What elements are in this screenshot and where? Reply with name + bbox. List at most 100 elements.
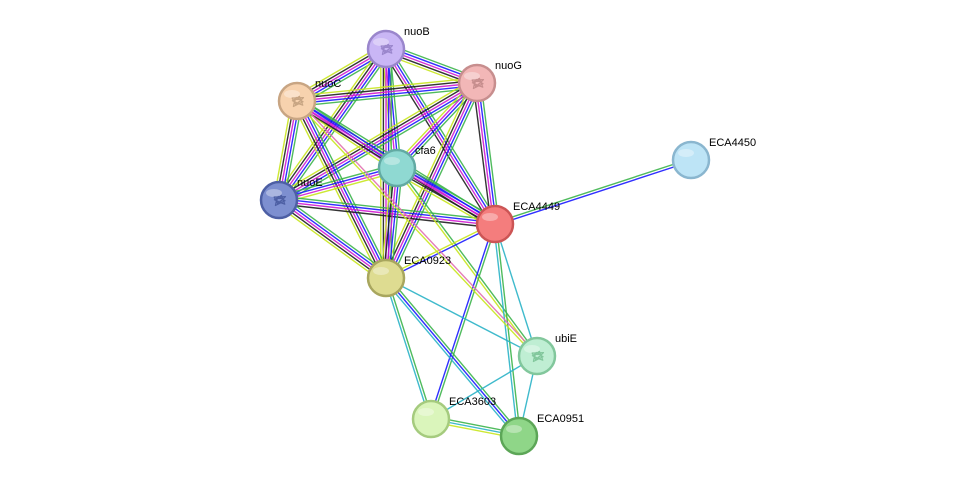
node-label: ECA4450 — [709, 137, 756, 149]
edge-evidence-line — [385, 277, 520, 437]
protein-structure-icon — [291, 95, 305, 108]
node-circle[interactable] — [499, 416, 539, 456]
edge-evidence-line — [495, 223, 521, 436]
node-circle[interactable] — [366, 29, 406, 69]
node-label: nuoC — [315, 78, 341, 90]
edge-ECA4449-ubiE — [494, 223, 538, 357]
node-nuoB[interactable]: nuoB — [366, 26, 430, 69]
edge-evidence-line — [395, 168, 537, 358]
node-highlight — [482, 213, 498, 221]
edge-evidence-line — [279, 84, 479, 203]
edge-cfa6-ubiE — [395, 166, 539, 358]
edge-evidence-line — [297, 99, 539, 356]
edge-nuoC-ECA0923 — [291, 98, 392, 281]
edge-ECA0923-ubiE — [385, 277, 538, 357]
node-label: ubiE — [555, 333, 577, 345]
edge-evidence-line — [384, 278, 431, 420]
edge-evidence-line — [297, 87, 478, 107]
edge-evidence-line — [493, 224, 519, 437]
node-highlight — [266, 189, 282, 197]
edge-ubiE-ECA3603 — [430, 355, 538, 420]
edge-nuoC-ubiE — [295, 99, 539, 358]
edge-evidence-line — [395, 81, 477, 168]
edge-nuoG-ECA4449 — [472, 82, 500, 225]
node-ECA0951[interactable]: ECA0951 — [499, 413, 584, 456]
protein-structure-icon — [471, 77, 485, 90]
node-ubiE[interactable]: ubiE — [517, 333, 577, 376]
node-circle[interactable] — [475, 204, 515, 244]
edge-evidence-line — [394, 171, 493, 230]
edge-evidence-line — [278, 199, 387, 279]
edge-evidence-line — [281, 86, 481, 206]
edge-evidence-line — [295, 101, 537, 358]
edge-evidence-line — [291, 103, 382, 281]
edge-nuoG-nuoE — [275, 77, 481, 206]
protein-ribbon — [291, 95, 305, 108]
node-nuoC[interactable]: nuoC — [277, 78, 341, 121]
node-highlight — [418, 408, 434, 416]
edge-ECA0923-ECA3603 — [384, 277, 433, 420]
node-label: ECA0951 — [537, 413, 584, 425]
edge-evidence-line — [386, 47, 497, 224]
node-circle[interactable] — [277, 81, 317, 121]
node-highlight — [524, 345, 540, 353]
node-label: ECA0923 — [404, 255, 451, 267]
edge-evidence-line — [279, 168, 398, 202]
node-highlight — [373, 38, 389, 46]
edge-evidence-line — [277, 80, 477, 199]
node-ECA3603[interactable]: ECA3603 — [411, 396, 496, 439]
edge-evidence-line — [475, 83, 495, 225]
edge-evidence-line — [385, 277, 538, 357]
edge-nuoB-ECA4449 — [382, 46, 499, 227]
node-highlight — [678, 149, 694, 157]
edge-evidence-line — [296, 82, 478, 102]
edge-evidence-line — [431, 224, 497, 420]
node-label: ECA3603 — [449, 396, 496, 408]
edge-evidence-line — [296, 77, 477, 97]
protein-structure-icon — [273, 194, 287, 207]
node-circle[interactable] — [411, 399, 451, 439]
node-highlight — [373, 267, 389, 275]
node-nuoG[interactable]: nuoG — [457, 60, 522, 103]
edge-evidence-line — [281, 195, 390, 275]
edge-evidence-line — [301, 98, 392, 276]
edge-evidence-line — [387, 275, 522, 435]
node-ECA4450[interactable]: ECA4450 — [671, 137, 756, 180]
edge-evidence-line — [277, 201, 385, 281]
edge-evidence-line — [393, 79, 475, 166]
edge-evidence-line — [296, 79, 477, 100]
edge-evidence-line — [494, 158, 691, 224]
edge-evidence-line — [298, 99, 389, 278]
edge-evidence-line — [495, 160, 692, 226]
node-ECA0923[interactable]: ECA0923 — [366, 255, 451, 298]
edge-evidence-line — [294, 101, 385, 280]
edge-evidence-line — [494, 223, 538, 357]
protein-structure-icon — [531, 350, 545, 363]
edge-evidence-line — [384, 49, 495, 226]
node-highlight — [506, 425, 522, 433]
node-label: nuoB — [404, 26, 430, 38]
node-circle[interactable] — [671, 140, 711, 180]
node-circle[interactable] — [377, 148, 417, 188]
edge-evidence-line — [399, 162, 498, 221]
node-circle[interactable] — [366, 258, 406, 298]
edge-evidence-line — [386, 277, 433, 419]
node-highlight — [384, 157, 400, 165]
edge-evidence-line — [280, 197, 388, 277]
node-circle[interactable] — [259, 180, 299, 220]
node-ECA4449[interactable]: ECA4449 — [475, 201, 560, 244]
node-label: nuoG — [495, 60, 522, 72]
edges-layer — [273, 43, 692, 440]
edge-evidence-line — [430, 355, 538, 420]
node-nuoE[interactable]: nuoE — [259, 177, 323, 220]
edge-ECA4449-ECA3603 — [429, 223, 497, 420]
edge-evidence-line — [397, 166, 539, 356]
protein-ribbon — [380, 43, 394, 56]
node-circle[interactable] — [457, 63, 497, 103]
edge-ECA4449-ECA0951 — [493, 223, 521, 437]
node-cfa6[interactable]: cfa6 — [377, 145, 436, 188]
edge-nuoG-nuoC — [296, 77, 478, 107]
node-label: cfa6 — [415, 145, 436, 157]
edge-evidence-line — [385, 222, 495, 278]
node-circle[interactable] — [517, 336, 557, 376]
